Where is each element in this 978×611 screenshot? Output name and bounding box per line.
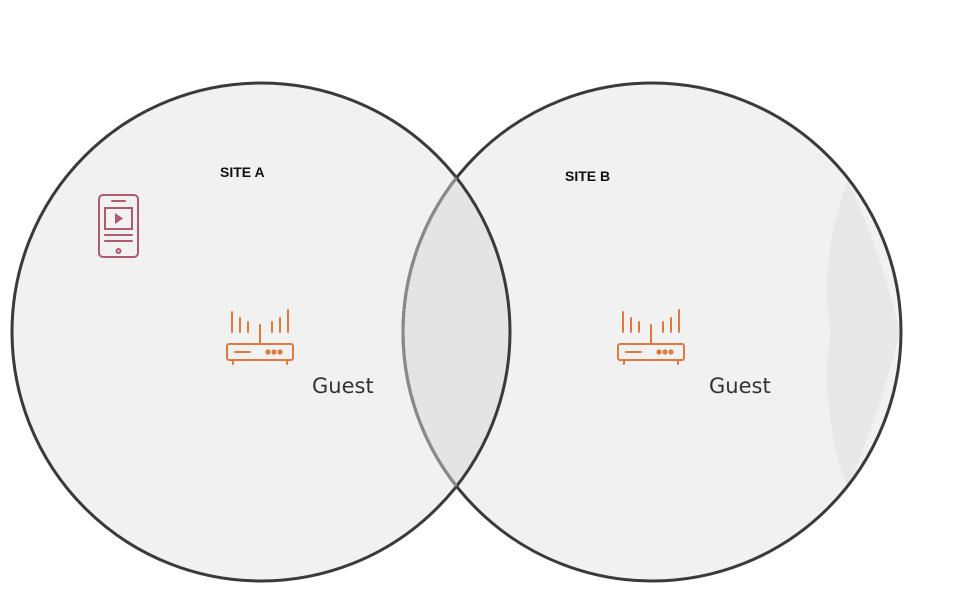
site-a-ssid-label: Guest [312, 374, 374, 398]
site-b-label: SITE B [565, 168, 610, 184]
site-b-ssid-label: Guest [709, 374, 771, 398]
site-a-access-point-icon [226, 309, 294, 365]
site-b-access-point-icon [617, 309, 685, 365]
site-b-edge-highlight [827, 180, 900, 488]
site-a-coverage-outline [10, 81, 512, 583]
overlap-inner-outline [401, 83, 510, 581]
mobile-phone-icon [98, 194, 139, 258]
site-a-label: SITE A [220, 164, 265, 180]
